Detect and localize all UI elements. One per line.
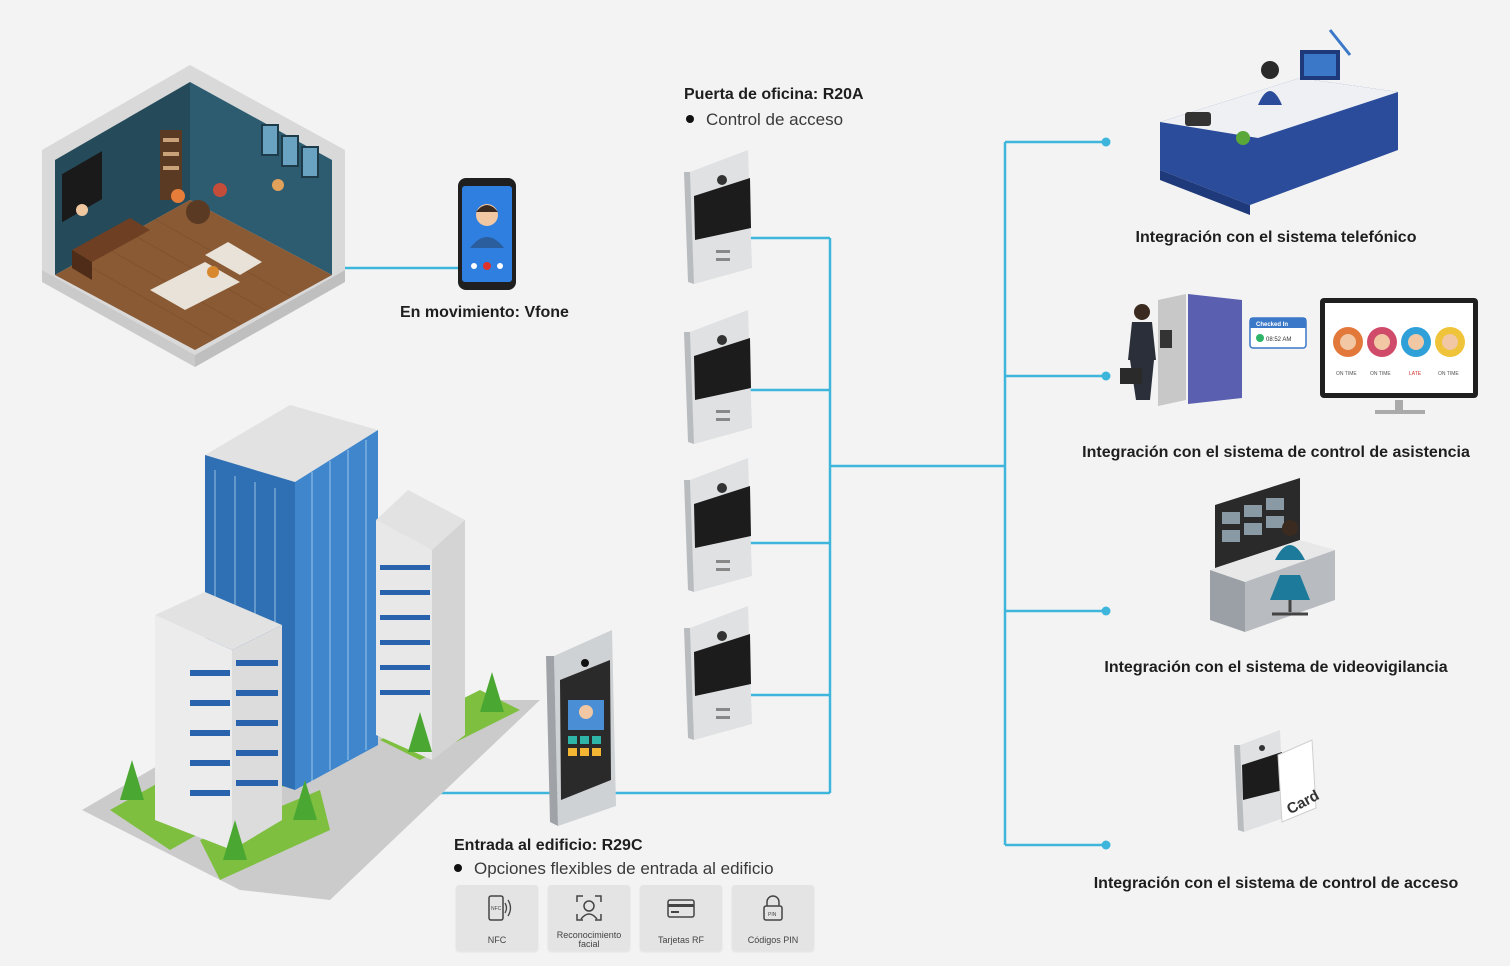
svg-text:PIN: PIN — [768, 912, 777, 918]
entry-option-pin: PIN Códigos PIN — [732, 885, 814, 951]
entry-option-face: Reconocimiento facial — [548, 885, 630, 951]
integration-attendance-label: Integración con el sistema de control de… — [1082, 444, 1470, 461]
pin-lock-icon: PIN — [763, 895, 783, 921]
r20a-panel-3 — [684, 458, 752, 592]
attendance-statuses: ON TIME ON TIME LATE ON TIME — [1336, 371, 1459, 377]
integration-phone-label: Integración con el sistema telefónico — [1135, 229, 1417, 246]
office-building-illustration — [82, 405, 540, 900]
bullet-dot — [686, 114, 694, 123]
entry-option-nfc: NFC NFC — [456, 885, 538, 951]
r20a-panel-2 — [684, 310, 752, 444]
entry-option-label: Reconocimiento facial — [556, 930, 622, 949]
checked-in-label: Checked In — [1256, 322, 1288, 328]
attendance-status: ON TIME — [1370, 371, 1391, 377]
smartphone-icon — [458, 178, 516, 290]
surveillance-illustration — [1210, 478, 1335, 632]
rf-card-icon — [667, 899, 695, 918]
attendance-status: ON TIME — [1336, 371, 1357, 377]
attendance-status: ON TIME — [1438, 371, 1459, 377]
entry-option-label: Códigos PIN — [747, 935, 799, 945]
integration-access-label: Integración con el sistema de control de… — [1093, 875, 1459, 892]
office-door-title: Puerta de oficina: R20A — [684, 86, 864, 103]
entry-option-label: Tarjetas RF — [657, 935, 704, 945]
office-door-bullet: Control de acceso — [686, 110, 843, 130]
entry-option-rf: Tarjetas RF — [640, 885, 722, 951]
face-recognition-icon — [576, 895, 602, 921]
nfc-icon: NFC — [488, 895, 512, 921]
attendance-status: LATE — [1409, 371, 1422, 377]
building-entry-title: Entrada al edificio: R29C — [454, 837, 643, 854]
integration-video-label: Integración con el sistema de videovigil… — [1104, 659, 1448, 676]
building-entry-bullet-text: Opciones flexibles de entrada al edifici… — [474, 859, 774, 878]
r20a-panel-4 — [684, 606, 752, 740]
building-entry-bullet: Opciones flexibles de entrada al edifici… — [454, 859, 774, 879]
checked-in-time: 08:52 AM — [1266, 337, 1291, 343]
access-control-illustration — [1234, 730, 1317, 832]
mobile-label: En movimiento: Vfone — [400, 304, 569, 321]
office-door-bullet-text: Control de acceso — [706, 110, 844, 129]
r20a-panel-1 — [684, 150, 752, 284]
reception-desk-illustration — [1160, 29, 1398, 215]
svg-text:NFC: NFC — [491, 906, 502, 912]
entry-option-label: NFC — [487, 935, 507, 945]
r29c-panel — [546, 630, 616, 826]
cafe-room-illustration — [42, 65, 345, 367]
attendance-illustration — [1120, 294, 1478, 414]
bullet-dot — [454, 863, 462, 872]
r20a-panel-stack — [684, 150, 752, 740]
